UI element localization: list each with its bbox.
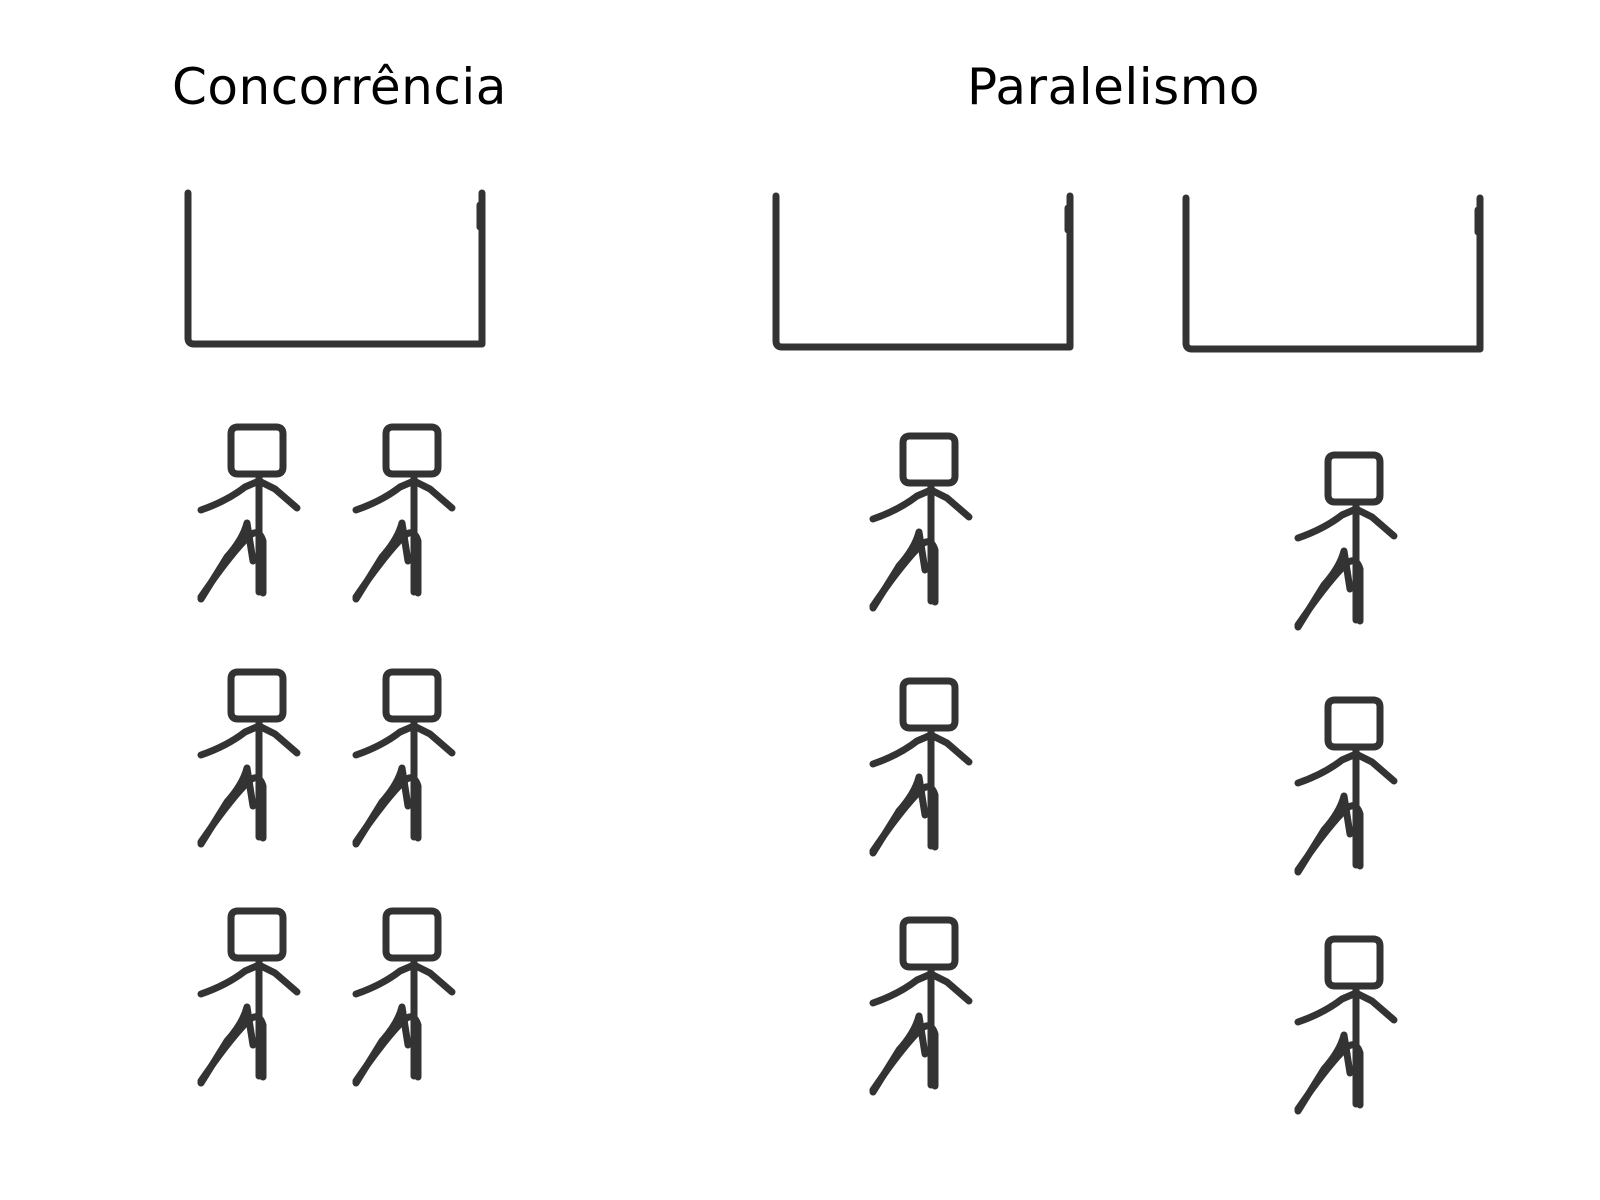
figure-head [227, 907, 287, 962]
figure-arms [352, 722, 456, 759]
figure-head [382, 668, 442, 723]
figure-head [1324, 935, 1384, 990]
stick-figure-paralelismo-7 [869, 432, 973, 612]
stick-figure-paralelismo-10 [1294, 451, 1398, 631]
figure-head [1324, 696, 1384, 751]
stick-figure-concorrencia-3 [197, 668, 301, 848]
stick-figure-concorrencia-2 [352, 423, 456, 603]
figure-arms [197, 722, 301, 759]
stick-figure-paralelismo-8 [869, 677, 973, 857]
figure-leg-right [197, 529, 267, 601]
figure-leg-right [1294, 557, 1364, 629]
figure-arms [352, 961, 456, 998]
figure-arms [197, 477, 301, 514]
queue-container-paralelismo-2 [1182, 194, 1484, 353]
figure-leg-right [1294, 1041, 1364, 1113]
figure-leg-right [869, 1022, 939, 1094]
figure-arms [869, 970, 973, 1007]
figure-arms [1294, 989, 1398, 1026]
figure-arms [869, 731, 973, 768]
figure-leg-right [352, 774, 422, 846]
figure-head [899, 432, 959, 487]
queue-containers [184, 189, 1484, 353]
figure-head [899, 677, 959, 732]
queue-container-paralelismo-1 [772, 192, 1074, 351]
stick-figure-concorrencia-1 [197, 423, 301, 603]
figure-leg-right [352, 529, 422, 601]
stick-figure-concorrencia-6 [352, 907, 456, 1087]
stick-figure-paralelismo-12 [1294, 935, 1398, 1115]
stick-figures [197, 423, 1398, 1115]
figure-head [1324, 451, 1384, 506]
queue-container-concorrencia [184, 189, 486, 348]
figure-leg-right [352, 1013, 422, 1085]
stick-figure-paralelismo-9 [869, 916, 973, 1096]
figure-head [382, 907, 442, 962]
figure-leg-right [869, 538, 939, 610]
figure-arms [197, 961, 301, 998]
figure-leg-right [869, 783, 939, 855]
figure-leg-right [197, 1013, 267, 1085]
figure-head [899, 916, 959, 971]
figure-arms [869, 486, 973, 523]
figure-head [227, 423, 287, 478]
figure-leg-right [197, 774, 267, 846]
figure-leg-right [1294, 802, 1364, 874]
figure-head [227, 668, 287, 723]
stick-figure-paralelismo-11 [1294, 696, 1398, 876]
stick-figure-concorrencia-5 [197, 907, 301, 1087]
figure-head [382, 423, 442, 478]
figure-arms [352, 477, 456, 514]
title-paralelismo: Paralelismo [967, 58, 1261, 116]
title-concorrencia: Concorrência [172, 58, 507, 116]
figure-arms [1294, 750, 1398, 787]
stick-figure-concorrencia-4 [352, 668, 456, 848]
figure-arms [1294, 505, 1398, 542]
